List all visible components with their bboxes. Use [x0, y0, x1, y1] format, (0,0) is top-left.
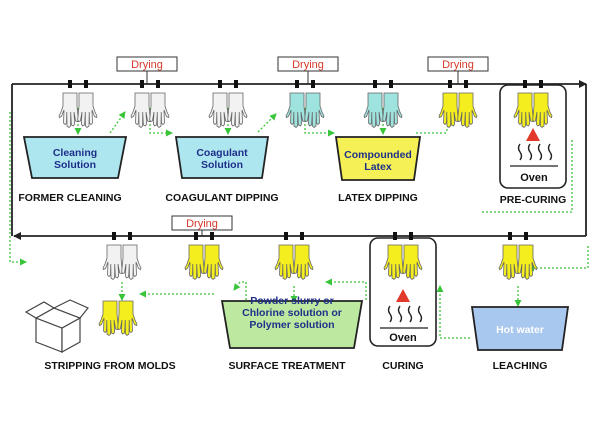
glove-pair — [363, 80, 403, 128]
oven-pre-curing: Oven — [499, 84, 567, 189]
glove-pair — [58, 80, 98, 128]
glove-pair — [498, 232, 538, 280]
step-label-stripping: STRIPPING FROM MOLDS — [44, 360, 175, 372]
glove-pair — [274, 232, 314, 280]
glove-pair — [184, 232, 224, 280]
step-label-surface-treatment: SURFACE TREATMENT — [228, 360, 346, 372]
oven-curing: Oven — [369, 237, 437, 347]
step-label-curing: CURING — [382, 360, 423, 372]
step-label-leaching: LEACHING — [493, 360, 548, 372]
step-label-coagulant-dipping: COAGULANT DIPPING — [165, 192, 278, 204]
drying-label: Drying — [442, 59, 474, 71]
gloves-layer — [58, 80, 553, 336]
heat-icon — [387, 305, 423, 323]
warning-icon — [526, 128, 540, 141]
drying-label: Drying — [131, 59, 163, 71]
step-label-latex-dipping: LATEX DIPPING — [338, 192, 418, 204]
drying-box-2: Drying — [277, 56, 339, 84]
glove-pair — [438, 80, 478, 128]
glove-pair — [102, 232, 142, 280]
drying-box-1: Drying — [116, 56, 178, 84]
oven-label: Oven — [389, 332, 417, 344]
tank-hot-water: Hot water — [470, 306, 570, 351]
drying-label: Drying — [292, 59, 324, 71]
drying-label: Drying — [186, 218, 218, 230]
glove-pair — [208, 80, 248, 128]
tank-hot-water-label: Hot water — [496, 324, 544, 336]
step-label-pre-curing: PRE-CURING — [500, 194, 567, 206]
warning-icon — [396, 289, 410, 302]
glove-pair — [513, 80, 553, 128]
drying-box-4: Drying — [171, 215, 233, 236]
heat-icon — [517, 143, 553, 161]
glove-pair — [383, 232, 423, 280]
glove-pair — [130, 80, 170, 128]
box-icon — [24, 299, 89, 354]
glove-pair — [98, 300, 138, 336]
step-label-former-cleaning: FORMER CLEANING — [18, 192, 121, 204]
oven-label: Oven — [520, 172, 548, 184]
glove-pair — [285, 80, 325, 128]
drying-box-3: Drying — [427, 56, 489, 84]
